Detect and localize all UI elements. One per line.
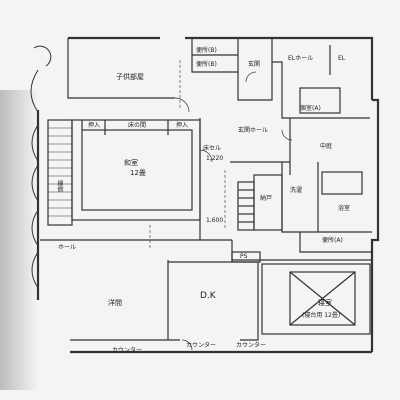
label-counter-3: カウンター: [236, 342, 267, 349]
label-children-room: 子供部屋: [116, 73, 144, 81]
label-bath: 浴室: [338, 205, 351, 212]
label-ps: PS: [240, 253, 248, 260]
label-counter-1: カウンター: [112, 347, 143, 354]
label-oshiire-2: 押入: [176, 122, 189, 129]
label-dk: D.K: [200, 291, 216, 301]
label-level-note: 床セル: [203, 145, 222, 152]
label-el: EL: [338, 55, 346, 62]
label-hall: ホール: [58, 244, 77, 251]
label-bedroom-note: (寝台用 12畳): [302, 312, 341, 319]
label-western-room: 洋間: [108, 299, 122, 307]
door-swings: [174, 71, 293, 351]
engawa-hatch: [48, 127, 72, 217]
bay-windows: [30, 45, 52, 289]
label-washing: 洗濯: [290, 187, 303, 194]
label-toilet-a: 便所(A): [322, 237, 343, 244]
label-el-hall: ELホール: [288, 55, 314, 62]
label-tokonoma: 床の間: [128, 122, 147, 129]
label-engawa: 縁側: [56, 180, 63, 192]
inner-walls: [40, 38, 372, 341]
label-entrance-hall: 玄関ホール: [238, 127, 269, 134]
label-private-room-a: 個室(A): [300, 105, 321, 112]
label-level-1220: 1,220: [206, 155, 224, 162]
label-storage: 納戸: [260, 195, 273, 202]
label-washitsu: 和室: [124, 159, 138, 167]
label-courtyard: 中庭: [320, 143, 333, 150]
label-tatami-12: 12畳: [130, 169, 146, 177]
label-washroom-b1: 便所(B): [196, 47, 217, 54]
label-entrance: 玄関: [248, 61, 261, 68]
outer-walls: [36, 36, 380, 354]
label-washroom-b2: 便所(B): [196, 61, 217, 68]
label-counter-2: カウンター: [186, 342, 217, 349]
label-dim-1600: 1,600: [206, 217, 224, 224]
label-bedroom: 寝室: [318, 299, 332, 307]
label-oshiire-1: 押入: [88, 122, 101, 129]
dashed-lines: [149, 60, 226, 250]
